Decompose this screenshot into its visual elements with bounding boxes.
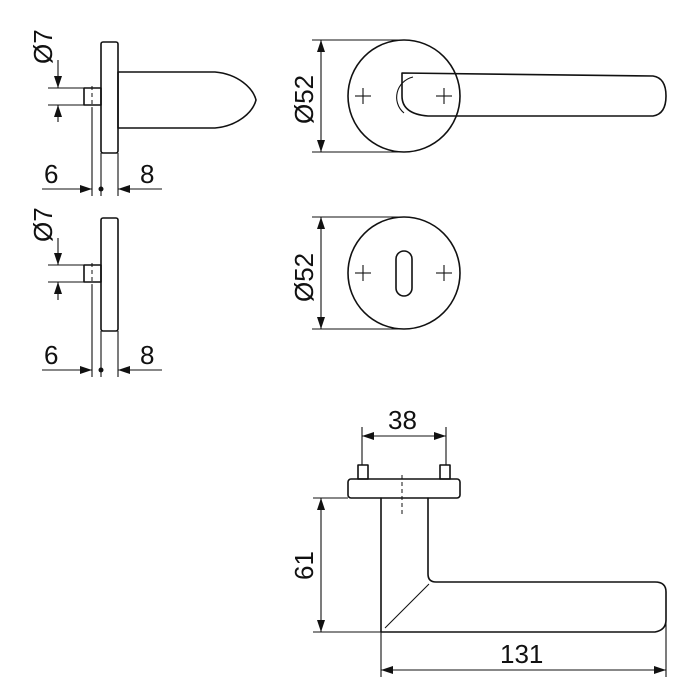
arrow-icon [54, 105, 62, 117]
lever-front-profile [401, 72, 667, 117]
side-view-lever-rose: Ø7 6 8 [28, 29, 257, 196]
arrow-icon [381, 666, 393, 674]
arrow-icon [362, 432, 374, 440]
rose-circle [347, 216, 461, 330]
front-view-handle-rose: Ø52 [289, 39, 667, 153]
dim-label-left-offset: 6 [44, 340, 58, 370]
rose-circle [347, 39, 461, 153]
screw-head-icon [439, 464, 451, 480]
arrow-icon [317, 40, 325, 52]
arrow-icon [317, 217, 325, 229]
screw-head-icon [357, 464, 369, 480]
dim-label-length: 131 [500, 639, 543, 669]
arrow-icon [317, 317, 325, 329]
dim-label-right-offset: 8 [140, 340, 154, 370]
front-view-key-rose: Ø52 [289, 216, 461, 330]
arrow-icon [54, 76, 62, 88]
lever-bend-edge [384, 583, 430, 629]
rose-plate-side [100, 217, 119, 332]
side-view-key-rose: Ø7 6 8 [28, 207, 162, 377]
dim-label-pin-diameter: Ø7 [28, 207, 58, 242]
arrow-icon [118, 366, 130, 374]
arrow-icon [654, 666, 666, 674]
dim-label-left-offset: 6 [44, 159, 58, 189]
dim-label-height: 61 [289, 551, 319, 580]
dim-label-right-offset: 8 [140, 159, 154, 189]
dim-label-screw-spacing: 38 [388, 405, 417, 435]
lever-side-profile [117, 71, 257, 129]
lever-top-profile [380, 497, 667, 633]
top-view-l-handle: 38 61 131 [289, 405, 667, 677]
arrow-icon [317, 498, 325, 510]
rose-plate-top [347, 478, 461, 499]
arrow-icon [80, 366, 92, 374]
arrow-icon [317, 140, 325, 152]
arrow-icon [434, 432, 446, 440]
arrow-icon [54, 282, 62, 294]
rose-plate-side [100, 41, 119, 154]
dim-label-pin-diameter: Ø7 [28, 29, 58, 64]
dim-dot [98, 186, 104, 192]
arrow-icon [80, 185, 92, 193]
arrow-icon [317, 620, 325, 632]
dim-label-rose-diameter: Ø52 [289, 75, 319, 124]
lever-neck-curve [396, 76, 414, 114]
dim-label-rose-diameter: Ø52 [289, 253, 319, 302]
keyhole-slot-icon [395, 250, 413, 297]
dim-dot [98, 367, 104, 373]
arrow-icon [118, 185, 130, 193]
arrow-icon [54, 253, 62, 265]
